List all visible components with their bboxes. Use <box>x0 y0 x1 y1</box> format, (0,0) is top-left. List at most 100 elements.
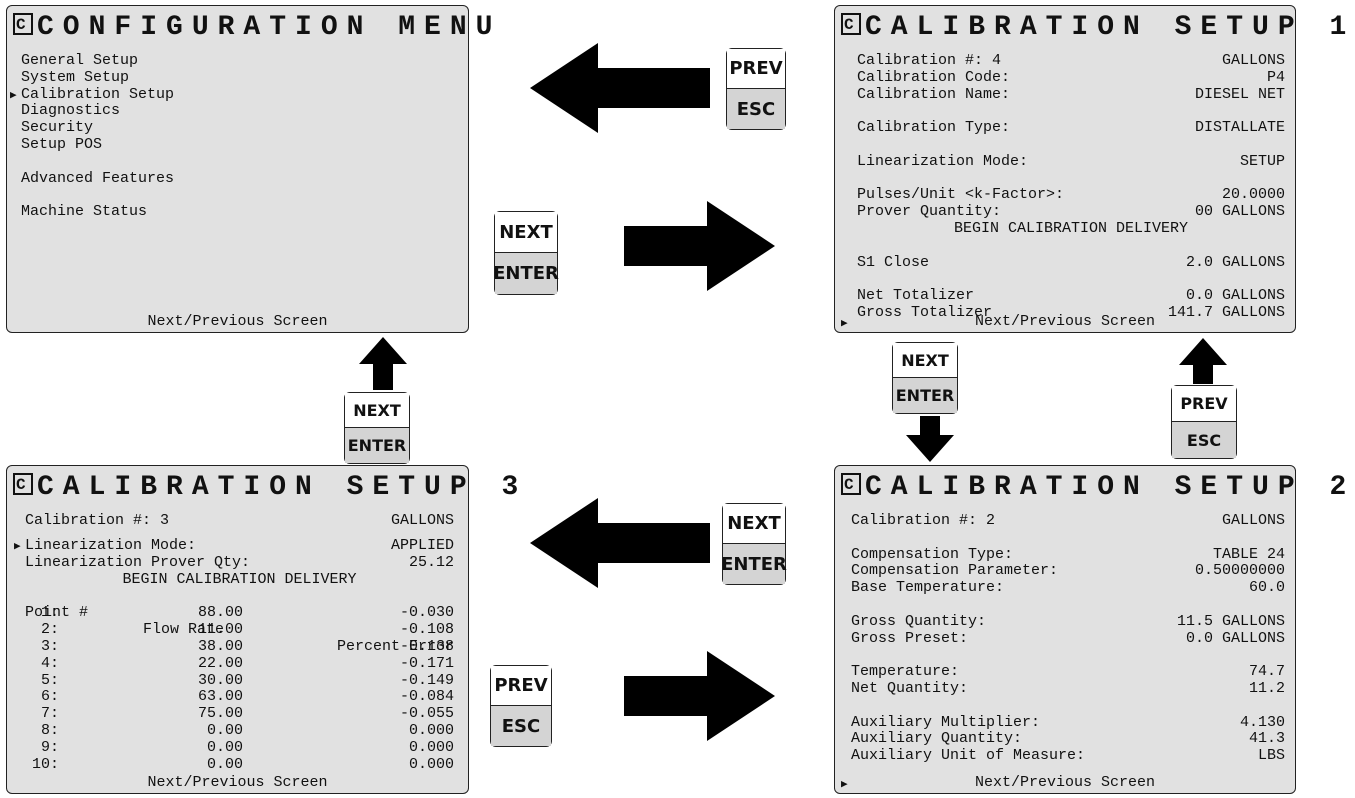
flow-rate-value: 0.00 <box>206 755 243 773</box>
field-row: Calibration Name:DIESEL NET <box>857 85 1285 103</box>
begin-calibration-action[interactable]: BEGIN CALIBRATION DELIVERY <box>122 570 357 588</box>
screen-title: CONFIGURATION MENU <box>13 9 501 44</box>
percent-error-value: 0.000 <box>408 721 454 739</box>
percent-error-value: -0.138 <box>399 637 454 655</box>
key-label-esc: ESC <box>1172 422 1236 458</box>
field-row: Pulses/Unit <k-Factor>:20.0000 <box>857 186 1285 204</box>
field-row: Auxiliary Unit of Measure:LBS <box>851 747 1285 765</box>
menu-item-calibration-setup[interactable]: Calibration Setup <box>21 85 175 103</box>
flow-rate-value: 75.00 <box>197 705 243 723</box>
brand-logo-icon <box>13 469 33 501</box>
menu-item-machine-status[interactable]: Machine Status <box>21 203 148 221</box>
selection-pointer-icon: ▶ <box>841 779 848 791</box>
flow-rate-value: 63.00 <box>197 688 243 706</box>
screen-footer: Next/Previous Screen <box>974 774 1156 791</box>
brand-logo-icon <box>841 9 861 41</box>
selection-pointer-icon: ▶ <box>14 541 21 554</box>
prev-esc-key[interactable]: PREV ESC <box>726 48 786 130</box>
prev-esc-key[interactable]: PREV ESC <box>1171 385 1237 459</box>
point-number: 1: <box>40 604 59 622</box>
screen-title: CALIBRATION SETUP 3 <box>13 469 527 504</box>
table-row: 9: 0.00 0.000 <box>25 738 454 757</box>
key-label-enter: ENTER <box>721 544 787 584</box>
field-row: Net Quantity:11.2 <box>851 679 1285 697</box>
screen-footer: Next/Previous Screen <box>147 313 328 330</box>
flow-rate-value: 22.00 <box>197 654 243 672</box>
arrow-down-icon <box>906 416 954 462</box>
menu-item-setup-pos[interactable]: Setup POS <box>21 135 103 153</box>
point-number: 3: <box>40 637 59 655</box>
table-row: 4: 22.00 -0.171 <box>25 654 454 673</box>
key-label-next: NEXT <box>345 393 409 428</box>
menu-item-system-setup[interactable]: System Setup <box>21 68 130 86</box>
field-row: Linearization Mode:SETUP <box>857 152 1285 170</box>
screen-footer: Next/Previous Screen <box>974 313 1156 330</box>
flow-rate-value: 30.00 <box>197 671 243 689</box>
key-label-enter: ENTER <box>893 378 957 413</box>
field-row: Calibration Code:P4 <box>857 68 1285 86</box>
next-enter-key[interactable]: NEXT ENTER <box>721 503 787 585</box>
key-label-esc: ESC <box>491 706 551 746</box>
screen-footer: Next/Previous Screen <box>147 774 328 791</box>
point-number: 2: <box>40 621 59 639</box>
calibration-setup-2-screen: CALIBRATION SETUP 2 Calibration #: 2GALL… <box>834 465 1346 794</box>
calibration-setup-3-screen: CALIBRATION SETUP 3 Calibration #: 3GALL… <box>6 465 518 794</box>
next-enter-key[interactable]: NEXT ENTER <box>344 392 410 464</box>
prev-esc-key[interactable]: PREV ESC <box>490 665 552 747</box>
percent-error-value: 0.000 <box>408 738 454 756</box>
menu-item-security[interactable]: Security <box>21 119 94 137</box>
arrow-right-icon <box>624 201 775 291</box>
table-row: 1: 88.00 -0.030 <box>25 605 454 622</box>
field-row: Base Temperature:60.0 <box>851 579 1285 597</box>
menu-item-advanced-features[interactable]: Advanced Features <box>21 169 175 187</box>
field-row: Auxiliary Quantity:41.3 <box>851 730 1285 748</box>
flow-rate-value: 11.00 <box>197 621 243 639</box>
point-number: 5: <box>40 671 59 689</box>
key-label-next: NEXT <box>723 504 785 544</box>
key-label-prev: PREV <box>1172 386 1236 422</box>
key-label-next: NEXT <box>495 212 557 253</box>
percent-error-value: -0.030 <box>399 604 454 622</box>
flow-rate-value: 0.00 <box>206 738 243 756</box>
calibration-setup-1-screen: CALIBRATION SETUP 1 Calibration #: 4GALL… <box>834 5 1346 333</box>
table-row: 6:63.00-0.084 <box>25 689 454 706</box>
point-number: 9: <box>40 738 59 756</box>
key-label-prev: PREV <box>727 49 785 89</box>
percent-error-value: -0.055 <box>399 705 454 723</box>
brand-logo-icon <box>841 469 861 501</box>
percent-error-value: -0.108 <box>399 621 454 639</box>
menu-item-general-setup[interactable]: General Setup <box>21 52 139 69</box>
flow-rate-value: 88.00 <box>197 604 243 622</box>
field-row: Compensation Type:TABLE 24 <box>851 545 1285 563</box>
key-label-next: NEXT <box>893 343 957 378</box>
table-row: 7: 75.00 -0.055 <box>25 705 454 723</box>
field-row: ▶Linearization Mode:APPLIED <box>14 537 454 555</box>
key-label-prev: PREV <box>491 666 551 706</box>
table-row: 5: 30.00 -0.149 <box>25 671 454 690</box>
next-enter-key[interactable]: NEXT ENTER <box>493 211 559 295</box>
point-number: 4: <box>40 654 59 672</box>
point-number: 8: <box>40 721 59 739</box>
screen-title: CALIBRATION SETUP 2 <box>841 469 1355 504</box>
next-enter-key[interactable]: NEXT ENTER <box>892 342 958 414</box>
point-number: 7: <box>40 705 59 723</box>
menu-item-diagnostics[interactable]: Diagnostics <box>21 102 121 120</box>
table-row: 8: 0.00 0.000 <box>25 721 454 740</box>
flow-rate-value: 0.00 <box>206 721 243 739</box>
field-row: Gross Preset:0.0 GALLONS <box>851 629 1285 647</box>
arrow-up-icon <box>1179 338 1227 384</box>
key-label-enter: ENTER <box>493 253 559 294</box>
key-label-esc: ESC <box>727 89 785 129</box>
percent-error-value: -0.149 <box>399 671 454 689</box>
percent-error-value: -0.084 <box>399 688 454 706</box>
percent-error-value: -0.171 <box>399 654 454 672</box>
begin-calibration-action[interactable]: BEGIN CALIBRATION DELIVERY <box>953 219 1189 237</box>
selection-pointer-icon: ▶ <box>841 318 848 330</box>
field-row: Prover Quantity:00 GALLONS <box>857 203 1285 221</box>
